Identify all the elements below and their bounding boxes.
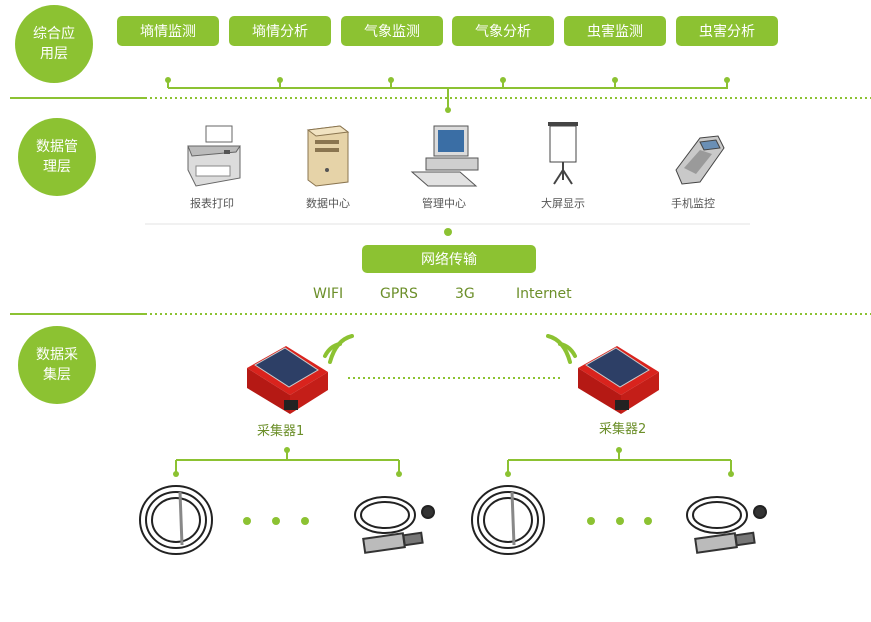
app-label: 墒情分析	[252, 24, 308, 40]
device-label-big-screen: 大屏显示	[541, 197, 585, 210]
layer-application-badge: 综合应用层	[15, 5, 93, 83]
desktop-computer-icon	[410, 125, 479, 187]
device-label-management-center: 管理中心	[422, 197, 466, 210]
pressure-sensor-icon	[354, 496, 435, 554]
app-label: 气象分析	[475, 24, 531, 40]
layer-acquisition-badge: 数据采集层	[18, 326, 96, 404]
solar-collector-icon	[578, 346, 659, 414]
device-label-report-printing: 报表打印	[190, 197, 234, 210]
app-soil-monitoring: 墒情监测	[117, 16, 219, 46]
device-label-mobile-monitoring: 手机监控	[671, 197, 715, 210]
collector-2-label: 采集器2	[599, 422, 647, 437]
wifi-signal-icon	[323, 334, 354, 364]
phone-icon	[675, 135, 725, 185]
app-label: 虫害分析	[699, 24, 755, 40]
solar-collector-icon	[247, 346, 328, 414]
protocol-gprs: GPRS	[380, 286, 418, 302]
network-transmission-label: 网络传输	[421, 252, 477, 268]
app-weather-analysis: 气象分析	[452, 16, 554, 46]
projector-screen-icon	[548, 122, 578, 185]
network-transmission-box: 网络传输	[362, 245, 536, 273]
app-label: 虫害监测	[587, 24, 643, 40]
protocol-wifi: WIFI	[313, 286, 344, 302]
soil-sensor-icon	[471, 485, 545, 555]
pressure-sensor-icon	[686, 496, 767, 554]
device-label-data-center: 数据中心	[306, 197, 350, 210]
layer-management-badge: 数据管理层	[18, 118, 96, 196]
app-label: 墒情监测	[140, 24, 196, 40]
layer-application-label: 综合应用层	[33, 26, 75, 62]
app-pest-monitoring: 虫害监测	[564, 16, 666, 46]
wifi-signal-icon	[546, 334, 577, 364]
app-soil-analysis: 墒情分析	[229, 16, 331, 46]
collector-1-label: 采集器1	[257, 424, 305, 439]
server-icon	[306, 125, 350, 187]
layer-acquisition-label: 数据采集层	[36, 347, 78, 383]
app-pest-analysis: 虫害分析	[676, 16, 778, 46]
protocol-3g: 3G	[455, 286, 475, 302]
soil-sensor-icon	[139, 485, 213, 555]
printer-icon	[187, 125, 241, 187]
app-label: 气象监测	[364, 24, 420, 40]
protocol-internet: Internet	[516, 286, 572, 302]
app-weather-monitoring: 气象监测	[341, 16, 443, 46]
layer-management-label: 数据管理层	[36, 139, 78, 175]
